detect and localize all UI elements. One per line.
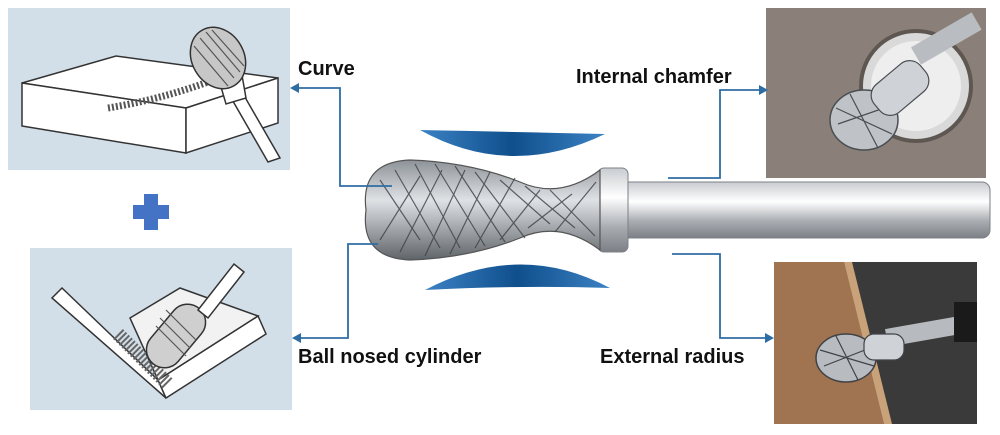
bottom-blue-lens xyxy=(425,264,610,290)
corner-with-burr-illustration xyxy=(50,262,267,400)
burr-shank xyxy=(619,181,991,239)
internal-chamfer-photo xyxy=(766,8,986,178)
arrow-head-icon xyxy=(765,333,774,343)
chamfer-photo-rendition xyxy=(766,8,986,178)
external-radius-photo xyxy=(774,262,977,424)
curve-label: Curve xyxy=(298,58,355,80)
curve-illustration-panel xyxy=(8,8,290,170)
top-blue-lens xyxy=(420,130,605,157)
block-with-burr-illustration xyxy=(21,26,282,163)
ball-nosed-illustration-panel xyxy=(30,248,292,410)
plus-icon xyxy=(133,194,169,230)
burr-head xyxy=(364,159,601,261)
arrow-head-icon xyxy=(290,83,299,93)
external-radius-label: External radius xyxy=(600,346,745,368)
arrow-head-icon xyxy=(292,333,301,343)
burr-tool xyxy=(364,130,991,290)
ball-nosed-cylinder-label: Ball nosed cylinder xyxy=(298,346,482,368)
internal-chamfer-label: Internal chamfer xyxy=(576,66,732,88)
external-radius-photo-rendition xyxy=(774,262,977,424)
